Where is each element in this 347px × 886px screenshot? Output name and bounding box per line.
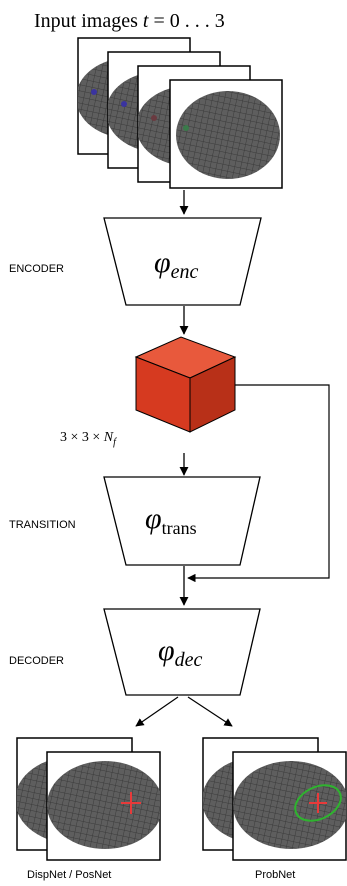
input-image-stack [77, 37, 283, 189]
transition-subscript: trans [162, 518, 197, 538]
arrow-decoder-to-probnet [187, 696, 233, 727]
probnet-confidence-ellipse [294, 784, 342, 822]
output-dispnet [16, 737, 161, 861]
decoder-symbol: φdec [158, 634, 202, 671]
decoder-label: DECODER [9, 655, 64, 667]
latent-dims: 3 × 3 × Nf [60, 430, 117, 448]
input-frame-4 [169, 79, 283, 189]
dispnet-cross [121, 792, 141, 814]
encoder-subscript: enc [171, 261, 199, 283]
output-probnet [202, 737, 347, 861]
title-suffix: = 0 . . . 3 [148, 10, 224, 32]
title-variable: t [143, 10, 149, 32]
output-label-dispnet: DispNet / PosNet [27, 869, 111, 881]
transition-block [103, 476, 261, 566]
arrow-decoder-to-dispnet [135, 696, 179, 727]
decoder-subscript: dec [175, 649, 203, 671]
diagram-title: Input images t = 0 . . . 3 [34, 10, 225, 32]
probnet-cross [309, 793, 327, 813]
title-prefix: Input images [34, 10, 143, 32]
decoder-block [103, 608, 261, 696]
transition-symbol: φtrans [145, 502, 197, 538]
transition-label: TRANSITION [9, 519, 76, 531]
encoder-label: ENCODER [9, 263, 64, 275]
latent-cube [134, 336, 237, 433]
encoder-symbol: φenc [154, 246, 198, 283]
output-label-probnet: ProbNet [255, 869, 295, 881]
encoder-block [103, 217, 262, 306]
skip-connection [187, 384, 330, 583]
